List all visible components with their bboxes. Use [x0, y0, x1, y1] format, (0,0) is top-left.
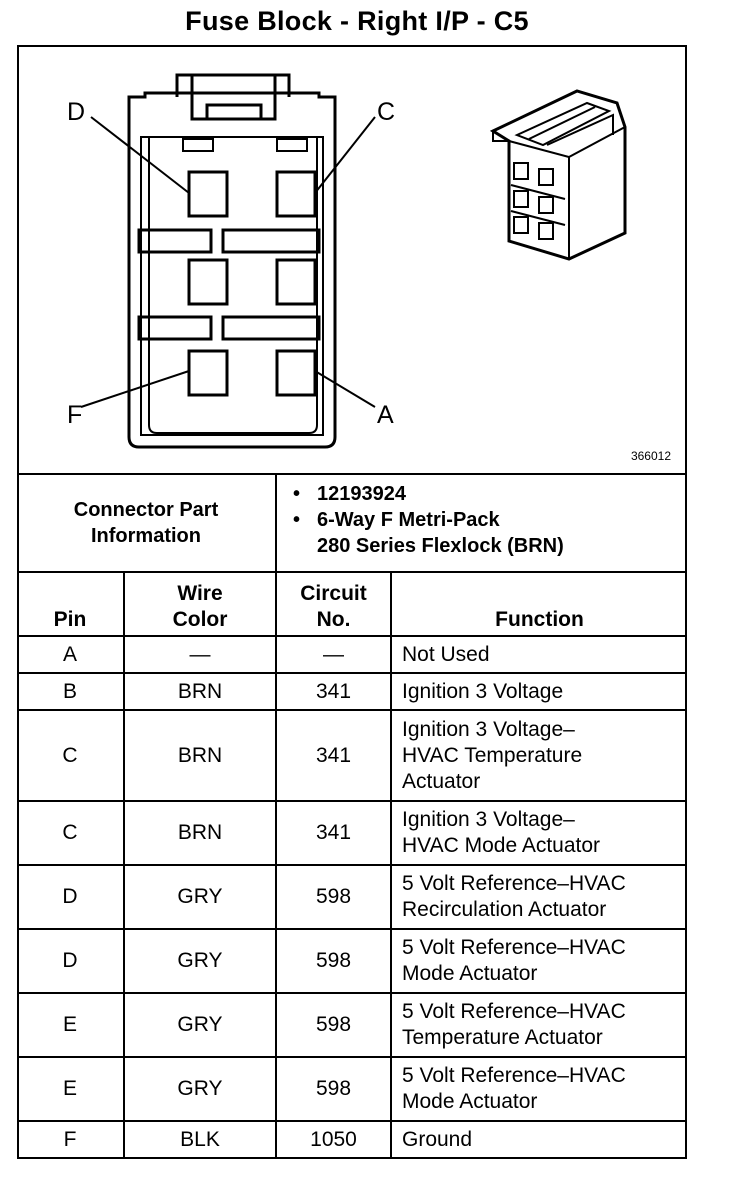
- function-cell: Not Used: [390, 635, 687, 674]
- circuit-cell: 598: [275, 992, 392, 1058]
- wire-color-cell: GRY: [123, 992, 277, 1058]
- connector-label: Connector Part Information: [17, 475, 277, 571]
- pin-label-d: D: [67, 98, 86, 126]
- bullet-icon: •: [293, 509, 301, 531]
- pin-cell: D: [17, 864, 125, 930]
- wire-color-cell: GRY: [123, 864, 277, 930]
- connector-type: 6-Way F Metri-Pack: [317, 509, 500, 531]
- function-cell: 5 Volt Reference–HVAC Mode Actuator: [390, 1056, 687, 1122]
- circuit-cell: 341: [275, 672, 392, 711]
- function-cell: Ignition 3 Voltage– HVAC Mode Actuator: [390, 800, 687, 866]
- function-line: Recirculation Actuator: [402, 898, 607, 921]
- function-line: Mode Actuator: [402, 1090, 538, 1113]
- function-line: Actuator: [402, 769, 481, 793]
- connector-label-line1: Connector Part: [73, 499, 219, 521]
- bullet-icon: •: [293, 483, 301, 505]
- table-row: A——Not Used: [17, 635, 687, 674]
- pin-cell: C: [17, 709, 125, 802]
- function-line: 5 Volt Reference–HVAC: [402, 1000, 626, 1023]
- circuit-cell: 598: [275, 1056, 392, 1122]
- circuit-cell: 598: [275, 864, 392, 930]
- connector-figure: D C F A 366012: [17, 45, 687, 473]
- wire-color-cell: GRY: [123, 928, 277, 994]
- pin-cell: E: [17, 1056, 125, 1122]
- pin-cell: C: [17, 800, 125, 866]
- circuit-cell: 341: [275, 800, 392, 866]
- pin-cell: A: [17, 635, 125, 674]
- pin-cell: D: [17, 928, 125, 994]
- function-line: Not Used: [402, 642, 490, 666]
- pin-label-c: C: [377, 98, 396, 126]
- wire-color-cell: BLK: [123, 1120, 277, 1158]
- wire-color-cell: BRN: [123, 800, 277, 866]
- pin-label-f: F: [67, 401, 83, 429]
- pin-cell: E: [17, 992, 125, 1058]
- function-line: 5 Volt Reference–HVAC: [402, 872, 626, 895]
- function-line: Ignition 3 Voltage: [402, 679, 564, 703]
- header-pin: Pin: [17, 573, 125, 637]
- connector-part-information: Connector Part Information • 12193924 • 6-…: [17, 473, 687, 573]
- function-cell: 5 Volt Reference–HVAC Temperature Actuato…: [390, 992, 687, 1058]
- function-line: HVAC Mode Actuator: [402, 834, 601, 857]
- connector-series: 280 Series Flexlock (BRN): [317, 535, 564, 557]
- wire-color-cell: BRN: [123, 672, 277, 711]
- function-line: Temperature Actuator: [402, 1026, 603, 1049]
- function-line: Mode Actuator: [402, 962, 538, 985]
- function-line: Ignition 3 Voltage–: [402, 717, 575, 741]
- function-line: 5 Volt Reference–HVAC: [402, 936, 626, 959]
- pin-cell: F: [17, 1120, 125, 1158]
- circuit-cell: —: [275, 635, 392, 674]
- pin-cell: B: [17, 672, 125, 711]
- circuit-cell: 1050: [275, 1120, 392, 1158]
- connector-drawing: [80, 73, 627, 449]
- function-line: 5 Volt Reference–HVAC: [402, 1064, 626, 1087]
- circuit-cell: 598: [275, 928, 392, 994]
- connector-info: • 12193924 • 6-Way F Metri-Pack 280 Series…: [293, 481, 564, 559]
- function-line: Ignition 3 Voltage–: [402, 808, 575, 831]
- header-function: Function: [390, 573, 687, 637]
- function-cell: Ground: [390, 1120, 687, 1158]
- wire-color-cell: GRY: [123, 1056, 277, 1122]
- function-cell: 5 Volt Reference–HVAC Recirculation Actua…: [390, 864, 687, 930]
- wire-color-cell: BRN: [123, 709, 277, 802]
- function-cell: 5 Volt Reference–HVAC Mode Actuator: [390, 928, 687, 994]
- pin-label-a: A: [377, 401, 394, 429]
- page-title: Fuse Block - Right I/P - C5: [185, 6, 529, 36]
- figure-id: 366012: [630, 449, 671, 463]
- function-cell: Ignition 3 Voltage: [390, 672, 687, 711]
- part-number: 12193924: [317, 483, 406, 505]
- circuit-cell: 341: [275, 709, 392, 802]
- wire-color-cell: —: [123, 635, 277, 674]
- function-line: Ground: [402, 1128, 473, 1151]
- connector-label-line2: Information: [91, 525, 201, 547]
- function-line: HVAC Temperature: [402, 743, 583, 767]
